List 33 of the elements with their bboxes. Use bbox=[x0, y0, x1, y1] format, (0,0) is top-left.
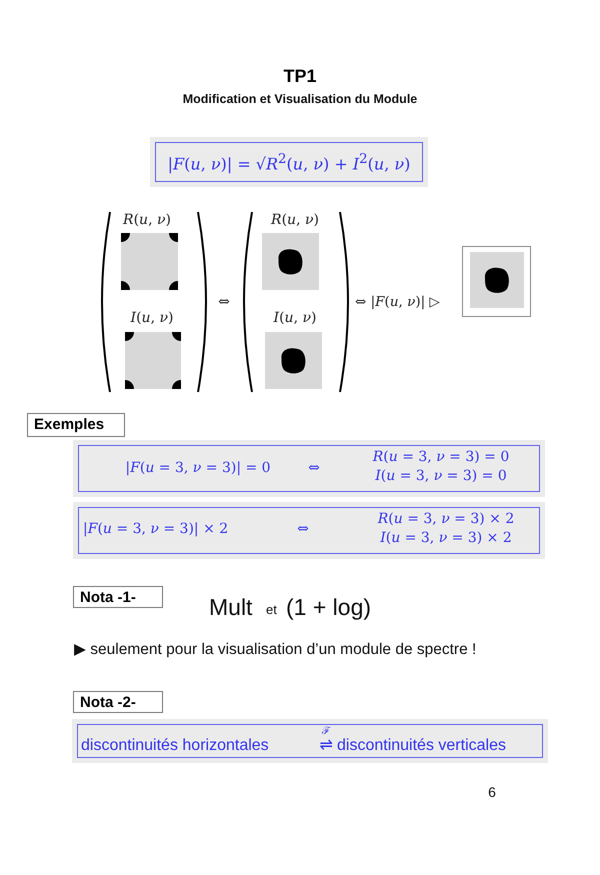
matrix-entry-label: I(u, ν) bbox=[129, 310, 174, 326]
page-number: 6 bbox=[487, 784, 497, 800]
equivalence-symbol: ⇔ bbox=[307, 460, 321, 476]
formula-text: |F(u = 3, ν = 3)| = 0 bbox=[124, 460, 272, 476]
formula-text: I(u = 3, ν = 3) = 0 bbox=[374, 468, 508, 484]
matrix-entry-label: R(u, ν) bbox=[270, 212, 320, 228]
equivalence-symbol: ⇔ bbox=[217, 294, 231, 310]
subtitle: Modification et Visualisation du Module bbox=[182, 92, 418, 106]
section-tag: Nota -1- bbox=[73, 586, 163, 608]
heading-text: (1 + log) bbox=[286, 594, 372, 621]
modulus-label: ⇔ |F(u, ν)| ▷ bbox=[355, 294, 440, 310]
note-text: ▶ seulement pour la visualisation d’un module de spectre ! bbox=[74, 640, 476, 659]
formula-panel bbox=[150, 137, 428, 187]
transform-symbol: ℱ bbox=[321, 725, 332, 737]
heading-text: Mult bbox=[209, 594, 252, 621]
formula-text: R(u = 3, ν = 3) × 2 bbox=[376, 511, 516, 527]
example-panel bbox=[73, 502, 545, 559]
connector-word: et bbox=[266, 602, 277, 617]
example-panel bbox=[73, 440, 545, 497]
formula-text: I(u = 3, ν = 3) × 2 bbox=[379, 530, 513, 546]
matrix-entry-label: I(u, ν) bbox=[272, 310, 318, 326]
title: TP1 bbox=[282, 66, 318, 87]
equilibrium-arrow-symbol: ⇌ bbox=[318, 736, 334, 755]
formula-text: |F(u = 3, ν = 3)| × 2 bbox=[83, 521, 230, 537]
equivalence-symbol: ⇔ bbox=[296, 521, 310, 537]
statement-text: discontinuités verticales bbox=[337, 737, 506, 755]
statement-panel bbox=[72, 719, 548, 763]
section-tag: Exemples bbox=[27, 413, 125, 437]
statement-text: discontinuités horizontales bbox=[81, 737, 269, 755]
formula-text: |F(u, ν)| = √R$^{2}$(u, ν) + I$^{2}$(u, ν) bbox=[166, 152, 412, 174]
formula-text: R(u = 3, ν = 3) = 0 bbox=[372, 449, 510, 465]
section-tag: Nota -2- bbox=[73, 691, 163, 713]
matrix-entry-label: R(u, ν) bbox=[122, 212, 172, 228]
